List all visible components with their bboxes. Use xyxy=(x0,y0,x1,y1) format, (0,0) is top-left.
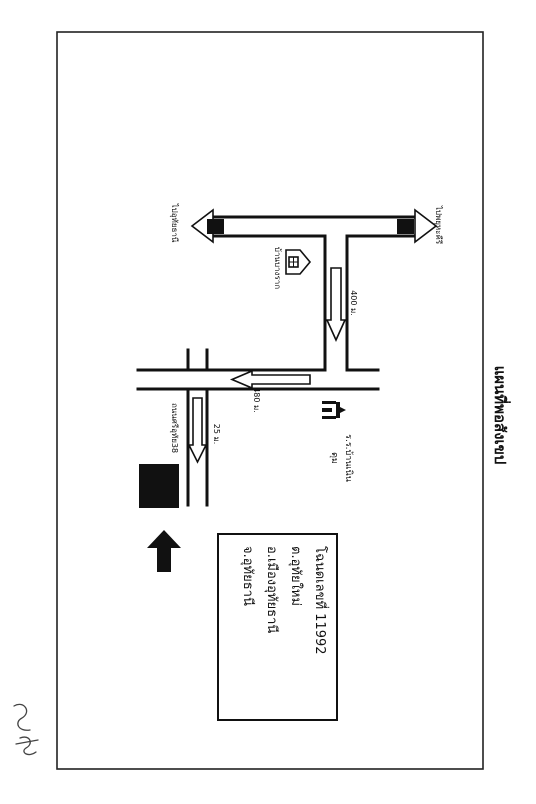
map-title: แผนที่พอสังเขป xyxy=(491,366,511,465)
label-school-line2: ดุม xyxy=(329,452,339,464)
label-house: บ้านบางราก xyxy=(273,247,282,289)
label-school-line1: ร.ร.บ้านเนิน xyxy=(343,434,354,482)
label-to-uthai-thani: ไปอุทัยธานี xyxy=(170,203,179,243)
soi-road-25 xyxy=(186,387,209,507)
road-marker-right-icon xyxy=(397,219,414,234)
label-distance-480: 480 ม. xyxy=(252,387,261,413)
label-distance-400: 400 ม. xyxy=(349,290,358,316)
branch-road-400 xyxy=(323,234,349,372)
north-arrow-icon xyxy=(147,530,181,572)
info-line-subdistrict: ต.อุทัยใหม่ xyxy=(288,546,304,606)
arrow-to-phayuha-icon xyxy=(414,208,438,244)
school-icon xyxy=(322,401,346,419)
info-box xyxy=(217,533,338,721)
info-line-district: อ.เมืองอุทัยธานี xyxy=(264,546,280,633)
cross-road-480 xyxy=(136,368,380,391)
page-border xyxy=(56,31,484,770)
label-to-phayuha-khiri: ไปพยุหะคีรี xyxy=(434,205,443,245)
label-street: ถนนศรีอุทัย38 xyxy=(170,403,179,453)
label-distance-25: 25 ม. xyxy=(212,424,221,445)
road-marker-left-icon xyxy=(207,219,224,234)
signature-mark xyxy=(13,703,39,756)
info-line-deed: โฉนดเลขที่ 11992 xyxy=(312,546,329,655)
direction-arrow-soi-icon xyxy=(187,397,208,464)
land-plot-marker xyxy=(139,464,179,508)
house-icon xyxy=(285,249,312,275)
direction-arrow-left-icon xyxy=(229,369,311,390)
direction-arrow-down-icon xyxy=(325,267,347,342)
top-highway xyxy=(211,215,417,238)
info-line-province: จ.อุทัยธานี xyxy=(240,546,256,606)
